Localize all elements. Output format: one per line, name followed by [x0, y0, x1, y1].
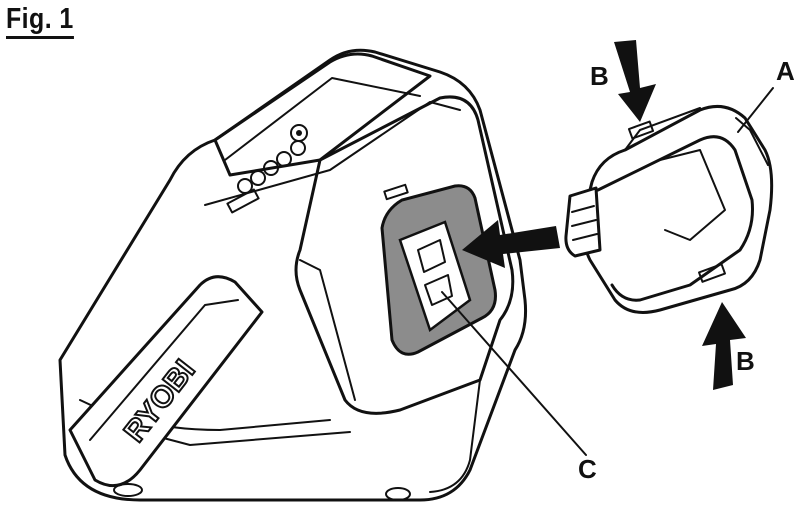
battery-pack — [564, 104, 774, 314]
callout-label-a: A — [776, 56, 795, 86]
figure-title: Fig. 1 — [6, 2, 74, 39]
leader-line-c — [441, 291, 587, 456]
callout-label-c: C — [578, 454, 597, 484]
press-arrow-bottom — [702, 302, 746, 390]
callout-label-b-top: B — [590, 61, 609, 91]
leader-line-a — [737, 87, 774, 133]
insertion-arrow — [462, 220, 560, 268]
press-arrow-top — [614, 40, 656, 122]
indicator-leds — [226, 124, 308, 214]
callout-label-b-bottom: B — [736, 346, 755, 376]
